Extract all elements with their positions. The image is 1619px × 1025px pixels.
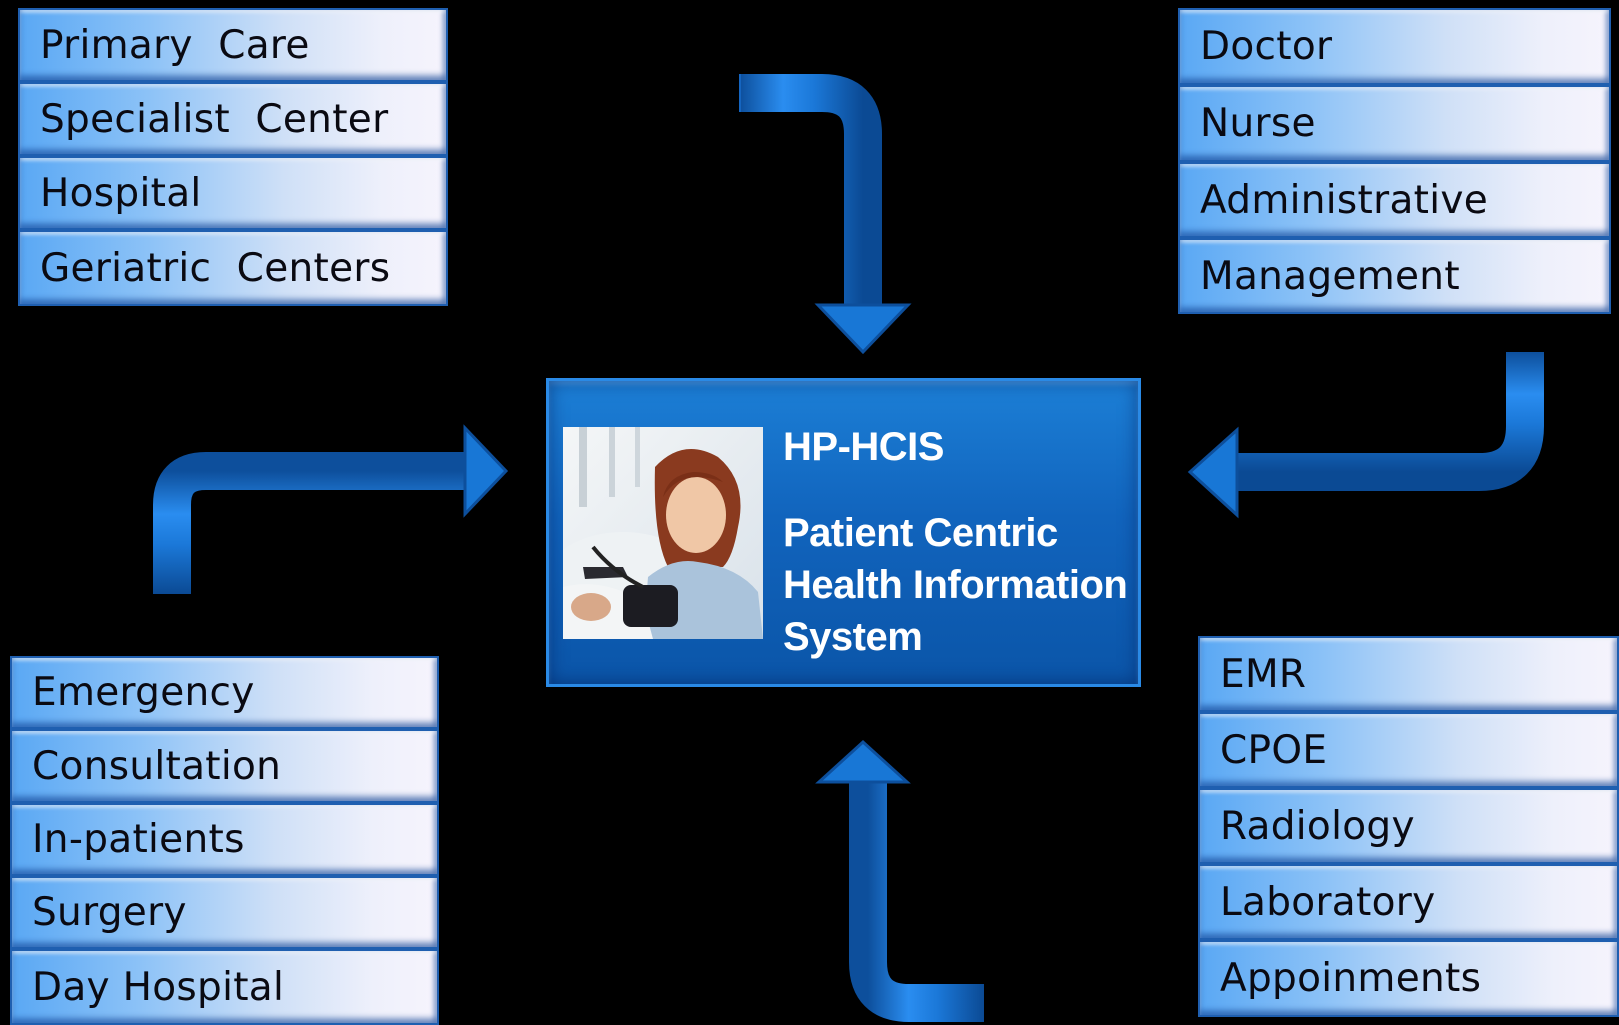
modules-list: EMR CPOE Radiology Laboratory Appoinment… (1198, 636, 1619, 1017)
setting-emergency: Emergency (10, 656, 439, 729)
facility-specialist-center: Specialist Center (18, 82, 448, 156)
system-center-box: HP-HCIS Patient Centric Health Informati… (546, 378, 1141, 687)
care-settings-list: Emergency Consultation In-patients Surge… (10, 656, 439, 1025)
facility-geriatric-centers: Geriatric Centers (18, 230, 448, 306)
facility-hospital: Hospital (18, 156, 448, 230)
facilities-list: Primary Care Specialist Center Hospital … (18, 8, 448, 308)
setting-in-patients: In-patients (10, 803, 439, 876)
system-title: HP-HCIS (783, 425, 944, 469)
module-laboratory: Laboratory (1198, 864, 1619, 940)
role-management: Management (1178, 238, 1611, 314)
patient-illustration (563, 427, 763, 639)
module-radiology: Radiology (1198, 788, 1619, 864)
subtitle-line-2: Health Information (783, 563, 1128, 607)
arrow-left (153, 424, 509, 594)
setting-surgery: Surgery (10, 876, 439, 949)
arrow-bottom (815, 739, 984, 1022)
role-nurse: Nurse (1178, 85, 1611, 162)
setting-day-hospital: Day Hospital (10, 949, 439, 1025)
role-administrative: Administrative (1178, 162, 1611, 238)
roles-list: Doctor Nurse Administrative Management (1178, 8, 1611, 314)
module-cpoe: CPOE (1198, 712, 1619, 788)
setting-consultation: Consultation (10, 729, 439, 803)
system-subtitle: Patient Centric Health Information Syste… (783, 507, 1133, 663)
role-doctor: Doctor (1178, 8, 1611, 85)
facility-primary-care: Primary Care (18, 8, 448, 82)
module-emr: EMR (1198, 636, 1619, 712)
arrow-right (1187, 352, 1544, 519)
patient-photo (563, 427, 763, 639)
subtitle-line-1: Patient Centric (783, 511, 1058, 555)
module-appointments: Appoinments (1198, 940, 1619, 1017)
arrow-top (739, 74, 912, 355)
subtitle-line-3: System (783, 615, 923, 659)
